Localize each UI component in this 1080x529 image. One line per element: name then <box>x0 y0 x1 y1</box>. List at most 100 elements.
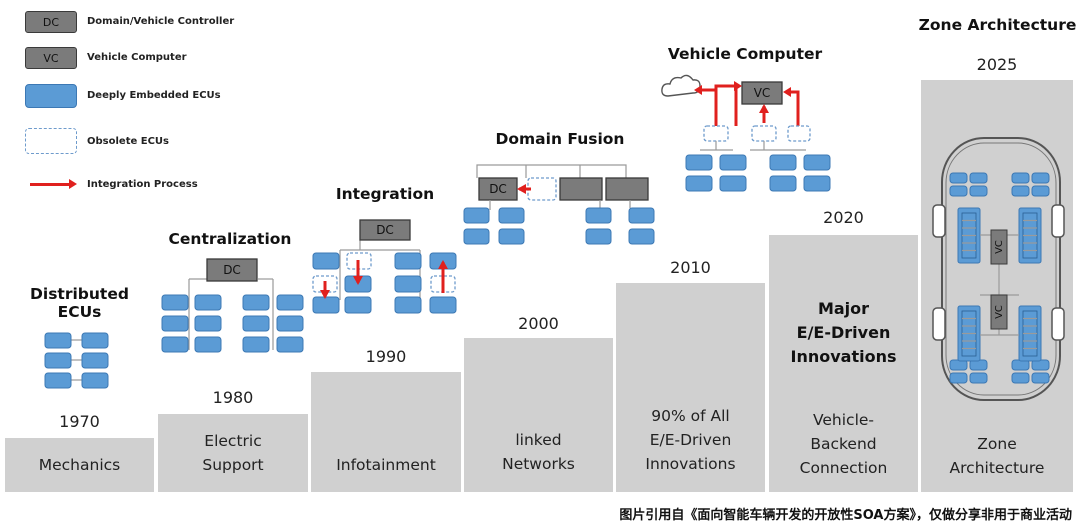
step-1990: Infotainment <box>311 372 461 492</box>
ecu-box <box>161 336 189 353</box>
source-caption: 图片引用自《面向智能车辆开发的开放性SOA方案》，仅做分享非用于商业活动 <box>619 508 1072 523</box>
ecu-box <box>803 175 831 192</box>
ecu-box <box>685 175 713 192</box>
ecu-box <box>276 315 304 332</box>
year-label: 2020 <box>823 208 864 227</box>
obsolete-ecu-box <box>751 125 777 142</box>
step-1970: Mechanics <box>5 438 154 492</box>
ecu-box <box>498 207 525 224</box>
controller-box <box>559 177 603 201</box>
ecu-box <box>585 228 612 245</box>
ecu-box <box>161 294 189 311</box>
ecu-box <box>1031 372 1050 384</box>
ecu-box <box>628 228 655 245</box>
ecu-box <box>498 228 525 245</box>
connector-line <box>476 164 627 178</box>
integration-arrow-head <box>517 184 526 194</box>
legend-arrow-icon <box>30 179 77 189</box>
ecu-box <box>312 296 340 314</box>
ecu-box <box>949 185 968 197</box>
ecu-box <box>719 175 747 192</box>
wheel-icon <box>1051 307 1065 341</box>
stage-title: Zone Architecture <box>918 16 1077 34</box>
ecu-box <box>242 294 270 311</box>
ecu-box <box>969 372 988 384</box>
step-2010: 90% of All E/E-Driven Innovations <box>616 283 765 492</box>
ecu-box <box>1031 185 1050 197</box>
legend-vc-text: Vehicle Computer <box>87 52 187 63</box>
stage-title: Distributed ECUs <box>30 285 129 321</box>
controller-label: DC <box>223 263 241 277</box>
ecu-box <box>344 296 372 314</box>
integration-arrow-head <box>438 260 448 269</box>
ecu-box <box>585 207 612 224</box>
stage-title: Vehicle Computer <box>667 45 823 63</box>
stage-title: Major E/E-Driven Innovations <box>790 299 897 366</box>
vehicle-computer-label: VC <box>994 240 1005 254</box>
ecu-box <box>463 228 490 245</box>
stage-title: Centralization <box>168 230 292 248</box>
ecu-box <box>194 315 222 332</box>
year-label: 1980 <box>212 388 254 407</box>
ecu-box <box>1011 185 1030 197</box>
legend-obsolete-box <box>25 128 77 154</box>
car-inner-outline <box>945 142 1057 396</box>
integration-arrow-head <box>320 290 330 299</box>
ecu-box <box>429 296 457 314</box>
controller-box <box>605 177 649 201</box>
controller-box <box>359 219 411 241</box>
legend-obsolete-text: Obsolete ECUs <box>87 136 169 147</box>
connector-line <box>786 90 800 126</box>
integration-arrow-head <box>783 87 791 97</box>
ecu-box <box>81 332 109 349</box>
integration-arrow-head <box>759 104 769 113</box>
ecu-box <box>194 336 222 353</box>
integration-arrow-head <box>353 276 363 285</box>
vehicle-computer-label: VC <box>994 305 1005 319</box>
step-label: Infotainment <box>336 456 436 474</box>
ecu-box <box>394 296 422 314</box>
vehicle-computer-box <box>990 294 1008 330</box>
integration-arrow-head <box>694 85 702 95</box>
ecu-box <box>719 154 747 171</box>
step-label: Mechanics <box>38 456 121 474</box>
year-label: 2025 <box>976 55 1018 74</box>
year-label: 2000 <box>518 314 559 333</box>
step-2000: linked Networks <box>464 338 613 492</box>
ecu-box <box>1011 172 1030 184</box>
stage-title: Domain Fusion <box>495 130 625 148</box>
ecu-box <box>242 315 270 332</box>
legend-dc-text: Domain/Vehicle Controller <box>87 16 235 27</box>
year-label: 1970 <box>59 412 100 431</box>
ecu-box <box>1031 172 1050 184</box>
step-2020: Vehicle- Backend Connection <box>769 235 918 492</box>
ecu-box <box>194 294 222 311</box>
step-label: linked Networks <box>502 431 575 473</box>
vehicle-computer-box <box>990 229 1008 265</box>
ecu-box <box>463 207 490 224</box>
ecu-box <box>44 352 72 369</box>
year-label: 2010 <box>670 258 711 277</box>
ecu-box <box>394 252 422 270</box>
step-label: Vehicle- Backend Connection <box>799 411 888 477</box>
ecu-box <box>969 172 988 184</box>
obsolete-ecu-box <box>527 177 557 201</box>
cloud-icon <box>661 74 701 97</box>
ecu-box <box>394 275 422 293</box>
step-label: Zone Architecture <box>949 435 1045 477</box>
legend-dc-box: DC <box>25 11 77 33</box>
wheel-icon <box>932 307 946 341</box>
obsolete-ecu-box <box>787 125 811 142</box>
ecu-box <box>81 372 109 389</box>
connector-line <box>714 84 738 126</box>
ecu-box <box>44 372 72 389</box>
controller-label: VC <box>754 86 771 100</box>
controller-box <box>206 258 258 282</box>
connector-line <box>700 88 718 126</box>
ecu-box <box>242 336 270 353</box>
ecu-box <box>628 207 655 224</box>
controller-label: DC <box>376 223 394 237</box>
ecu-box <box>1011 372 1030 384</box>
obsolete-ecu-box <box>703 125 729 142</box>
